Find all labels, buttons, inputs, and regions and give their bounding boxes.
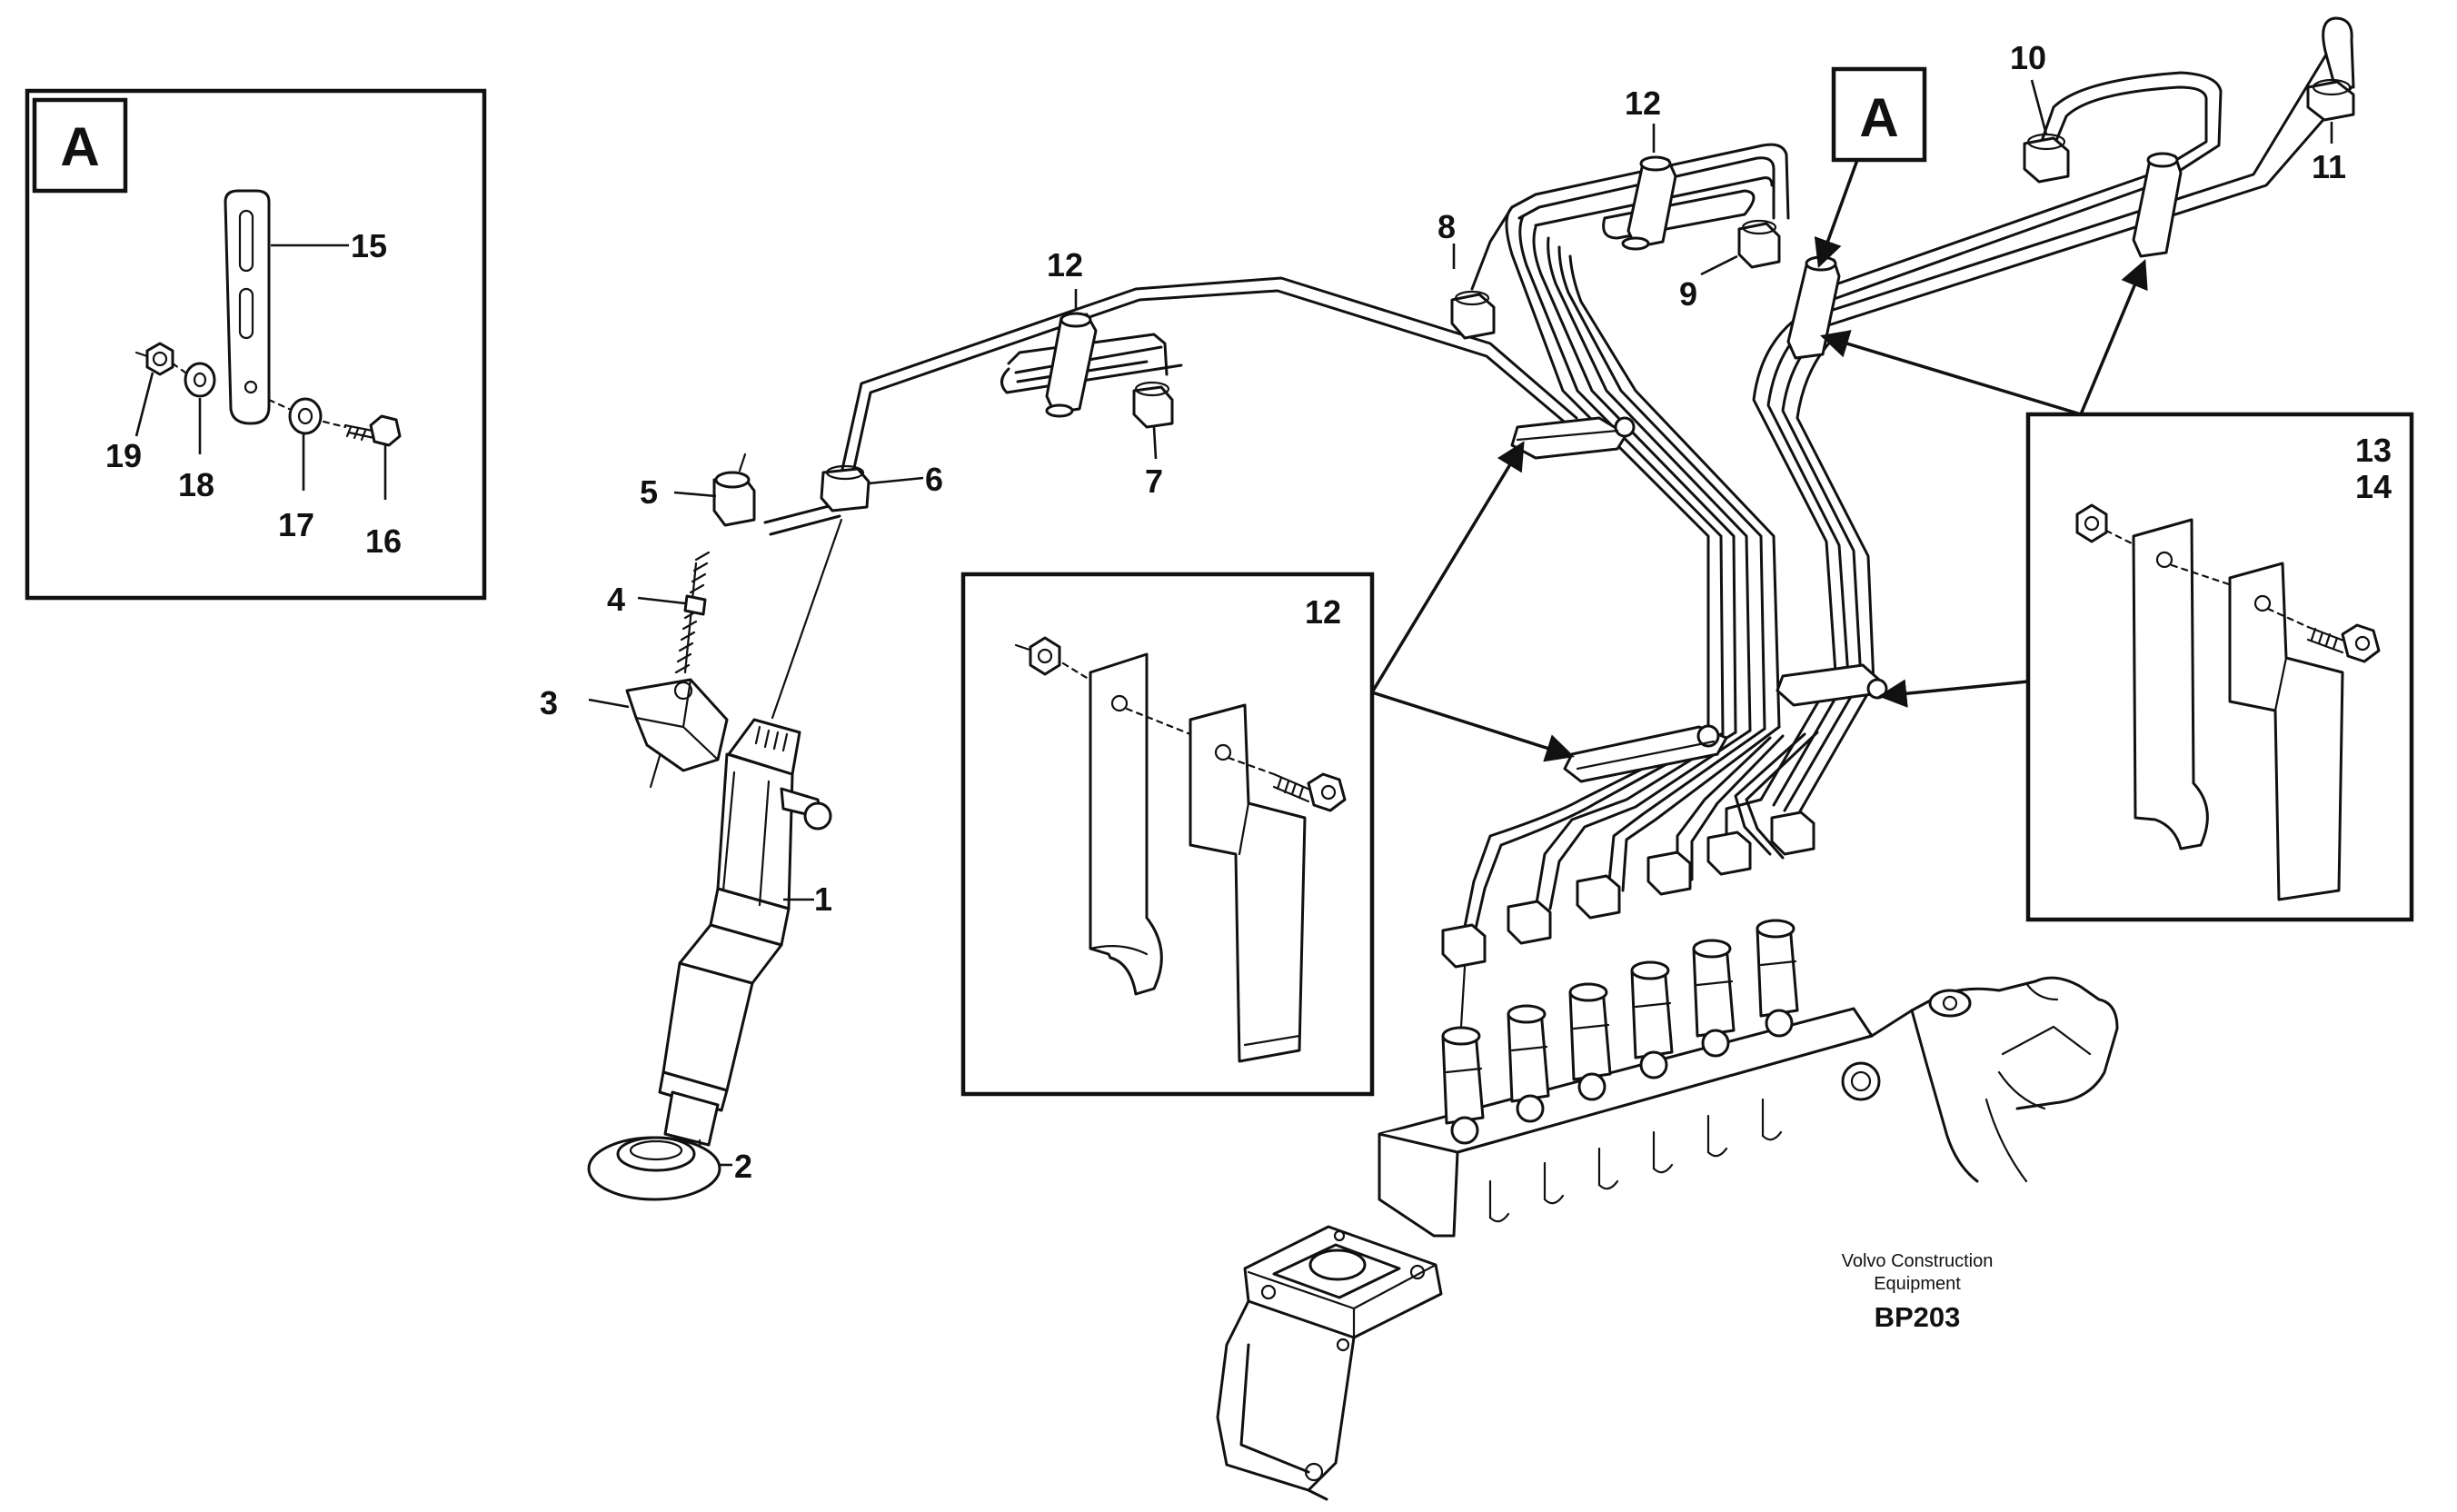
inset-13-14-frame: [2025, 412, 2414, 922]
credit-line-2: Equipment: [1874, 1274, 1961, 1294]
nut-11: [2306, 78, 2355, 122]
callout-13: 13: [2355, 432, 2392, 469]
inset-a-marker-box: [32, 97, 128, 194]
callout-7: 7: [1145, 463, 1163, 500]
clamp-13-lower: [1776, 663, 1888, 707]
bracket-15: [224, 189, 271, 425]
inset-13-angle-bracket: [2228, 562, 2344, 901]
stud-4: [674, 551, 711, 674]
inset-13-bracket-plate: [2132, 518, 2209, 850]
callout-15: 15: [351, 227, 387, 264]
clamp-12-upper: [1510, 416, 1636, 460]
injection-pump: [1216, 811, 2119, 1501]
callout-16: 16: [365, 522, 402, 560]
callout-12a: 12: [1047, 246, 1083, 284]
injector-1: [658, 718, 832, 1174]
bolt-16: [322, 414, 402, 447]
callout-6: 6: [925, 461, 943, 498]
callout-12-inset: 12: [1305, 593, 1341, 631]
clamp-13-upper: [1786, 255, 1841, 360]
callout-1: 1: [814, 880, 832, 918]
callout-9: 9: [1679, 275, 1697, 313]
detail-a-marker-box: [1831, 66, 1927, 163]
nut-19: [134, 342, 174, 376]
inset-12-frame: [960, 572, 1375, 1097]
inset-12-nut: [1014, 636, 1112, 694]
title-block: Volvo Construction Equipment BP203: [1842, 1251, 1994, 1333]
callout-3: 3: [540, 684, 558, 721]
inset-12-bracket-plate: [1089, 652, 1163, 996]
nut-10: [2023, 133, 2070, 184]
callout-19: 19: [105, 437, 142, 474]
inset-12-clamp-detail: 12: [960, 441, 1576, 1097]
callout-11: 11: [2312, 148, 2346, 185]
pipe-nuts-row: [1441, 811, 1815, 969]
callout-10: 10: [2010, 39, 2046, 76]
drawing-number: BP203: [1875, 1301, 1961, 1333]
callout-12b: 12: [1625, 85, 1661, 122]
washer-17: [288, 397, 323, 435]
clamp-12-left: [1045, 312, 1098, 418]
inset-a-marker: A: [60, 116, 99, 177]
washer-18: [184, 362, 216, 398]
callout-8: 8: [1437, 208, 1456, 245]
credit-line-1: Volvo Construction: [1842, 1251, 1994, 1271]
callout-17: 17: [278, 506, 314, 543]
inset-a-bracket-detail: A 15 19 18 17: [25, 88, 487, 601]
inset-13-14-clamp-detail: 13 14: [1819, 259, 2414, 922]
delivery-valves: [1441, 919, 1799, 1145]
inset-12-bolt: [1227, 756, 1347, 812]
nut-8: [1450, 205, 1514, 340]
callout-14: 14: [2355, 468, 2392, 505]
callout-2: 2: [734, 1148, 752, 1185]
inset-13-bolt: [2266, 607, 2381, 663]
inset-13-nut: [2075, 503, 2155, 556]
clamp-3: [625, 678, 729, 789]
clamp-13-right: [2132, 152, 2183, 258]
seal-washer-2: [587, 1136, 721, 1201]
inset-12-angle-bracket: [1189, 703, 1307, 1063]
clamp-12-lower: [1563, 724, 1728, 783]
fuel-line-left: 6 7 12: [820, 246, 1578, 512]
clamp-12-top: [1621, 155, 1677, 251]
nut-6: [820, 464, 870, 512]
feed-pump: [1216, 1225, 1443, 1501]
injector-assembly: 1 3 4 5: [540, 453, 843, 1201]
callout-5: 5: [640, 473, 658, 511]
callout-4: 4: [607, 581, 625, 618]
callout-18: 18: [178, 466, 214, 503]
nut-5: [712, 453, 756, 527]
fuel-line-bundle: 8 9 12: [1437, 85, 1819, 930]
fuel-line-right: 10 11 A: [1725, 16, 2355, 847]
detail-a-marker: A: [1859, 87, 1898, 148]
nut-9: [1737, 219, 1781, 269]
nut-7: [1132, 381, 1174, 429]
